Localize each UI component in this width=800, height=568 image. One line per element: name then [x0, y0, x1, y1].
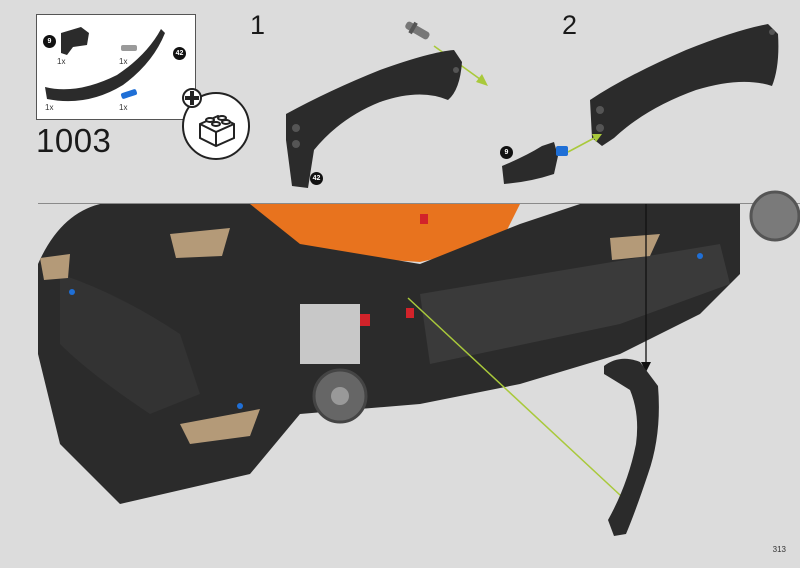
- side-skirt-icon: [420, 244, 730, 364]
- part-qty-grey-pin: 1x: [119, 57, 128, 66]
- bracket-icon: [502, 142, 558, 184]
- length-badge-42: 42: [310, 172, 323, 185]
- attach-guide-line: [407, 297, 635, 509]
- tan-trim-icon: [180, 409, 260, 444]
- red-part-icon: [420, 214, 428, 224]
- page-number: 313: [772, 545, 786, 554]
- red-part-icon: [360, 314, 370, 326]
- part-badge-bracket: 9: [43, 35, 56, 48]
- attach-arrow-line: [567, 135, 599, 153]
- grey-pin-icon: [121, 45, 137, 51]
- attach-arrow-head-icon: [592, 134, 602, 142]
- part-badge-fender: 42: [173, 47, 186, 60]
- fender-arch-part-icon: [45, 29, 165, 102]
- loose-fender-icon: [604, 358, 659, 536]
- grey-pin-icon: [405, 21, 430, 40]
- suspension-block-icon: [300, 304, 360, 364]
- front-fender-icon: [60, 274, 200, 414]
- submodel-brick-icon: [182, 88, 250, 160]
- tan-trim-icon: [40, 254, 70, 280]
- red-part-icon: [406, 308, 414, 318]
- insert-arrow-head-icon: [476, 74, 488, 86]
- fender-arch-icon: [590, 24, 779, 146]
- length-badge-9: 9: [500, 146, 513, 159]
- car-chassis-illustration: [38, 190, 800, 536]
- fender-arch-icon: [286, 50, 462, 188]
- blue-pin-icon: [556, 146, 568, 156]
- bracket-part-icon: [61, 27, 89, 55]
- part-qty-fender: 1x: [45, 103, 54, 112]
- substep-1-label: 1: [250, 10, 266, 40]
- tan-trim-icon: [170, 228, 230, 258]
- section-divider: [38, 203, 800, 204]
- blue-pin-icon: [120, 89, 138, 99]
- part-qty-blue-pin: 1x: [119, 103, 128, 112]
- parts-illustration: [45, 27, 165, 102]
- substep-2-illustration: [502, 24, 779, 184]
- substep-1-illustration: [286, 21, 488, 188]
- step-number: 1003: [36, 122, 112, 159]
- parts-list-box: 9 1x 1x 42 1x 1x: [36, 14, 196, 120]
- part-qty-bracket: 1x: [57, 57, 66, 66]
- tan-trim-icon: [610, 234, 660, 260]
- substep-2-label: 2: [562, 10, 578, 40]
- placement-arrow-head-icon: [641, 362, 651, 372]
- rear-brake-disc-icon: [749, 190, 800, 242]
